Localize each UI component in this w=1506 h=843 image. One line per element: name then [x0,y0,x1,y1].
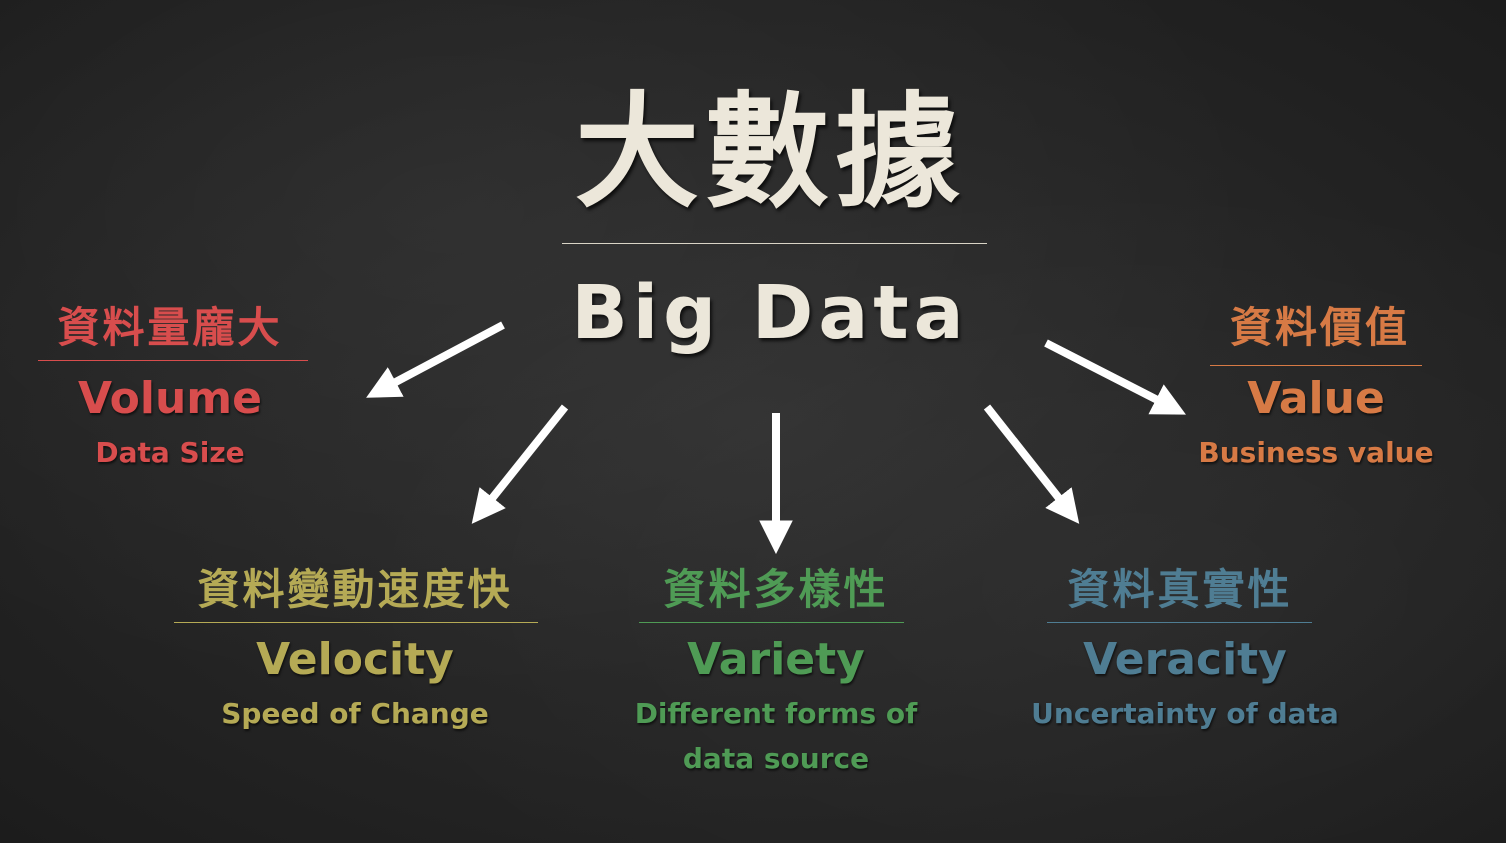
arrow-to-velocity [471,404,569,524]
velocity-chinese-label: 資料變動速度快 [197,565,513,614]
velocity-english-label: Velocity [256,634,454,685]
title-english: Big Data [571,270,969,356]
title-chinese: 大數據 [574,81,965,225]
velocity-divider [174,622,538,623]
volume-english-label: Volume [78,373,262,424]
veracity-divider [1047,622,1312,623]
arrow-to-volume [366,321,505,398]
value-english-label: Value [1247,373,1385,424]
arrow-to-veracity [983,404,1080,524]
variety-subtitle-line-2: data source [682,742,870,775]
volume-divider [38,360,308,361]
volume-chinese-label: 資料量龐大 [57,303,283,352]
arrow-to-value [1044,339,1186,415]
value-divider [1210,365,1422,366]
value-chinese-label: 資料價值 [1229,303,1410,352]
veracity-subtitle: Uncertainty of data [1031,697,1339,730]
variety-english-label: Variety [687,634,865,685]
volume-subtitle: Data Size [95,436,245,469]
variety-chinese-label: 資料多樣性 [663,565,889,614]
veracity-chinese-label: 資料真實性 [1067,565,1293,614]
value-subtitle: Business value [1198,436,1434,469]
title-divider [562,243,987,244]
veracity-english-label: Veracity [1083,634,1287,685]
variety-divider [639,622,904,623]
velocity-subtitle: Speed of Change [221,697,489,730]
variety-subtitle-line-1: Different forms of [634,697,918,730]
